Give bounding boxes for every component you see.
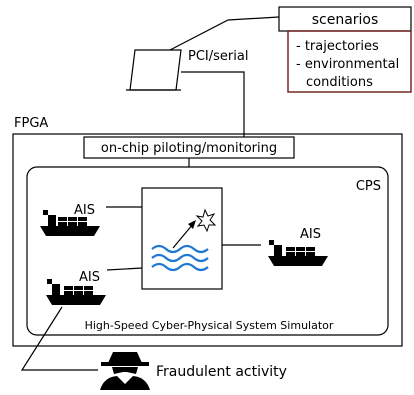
signal-arrow-icon [172, 220, 196, 249]
ship-2-connector [106, 267, 143, 271]
simulator-label: High-Speed Cyber-Physical System Simulat… [85, 319, 334, 332]
cps-label: CPS [356, 179, 381, 194]
laptop-scenarios-connector [169, 16, 280, 51]
signal-burst-icon [195, 208, 217, 233]
scenario-item-environmental: - environmental [296, 57, 399, 72]
piloting-label: on-chip piloting/monitoring [101, 141, 277, 156]
laptop-icon [126, 49, 182, 91]
ship-icon [46, 279, 106, 305]
scenario-item-conditions: conditions [306, 75, 373, 90]
laptop-piloting-connector [181, 71, 245, 137]
ais-label-ship-1: AIS [74, 203, 95, 218]
link-label: PCI/serial [188, 49, 248, 64]
scenarios-list-box [287, 30, 412, 93]
hacker-icon [100, 352, 150, 390]
scenarios-box: scenarios - trajectories - environmental… [278, 6, 412, 93]
ocean-waves-icon [151, 244, 209, 272]
scenario-item-trajectories: - trajectories [296, 39, 379, 54]
fraud-connector [20, 306, 98, 371]
cps-box [26, 166, 389, 336]
scenarios-title-box [278, 6, 412, 32]
ais-label-ship-2: AIS [79, 270, 100, 285]
ais-label-ship-3: AIS [300, 227, 321, 242]
fpga-label: FPGA [14, 116, 48, 131]
fraud-label: Fraudulent activity [156, 364, 287, 380]
simulator-core-box [141, 187, 223, 290]
scenarios-title: scenarios [312, 12, 379, 28]
ship-icon [268, 240, 328, 266]
ship-icon [40, 210, 100, 236]
fpga-box [12, 133, 403, 347]
